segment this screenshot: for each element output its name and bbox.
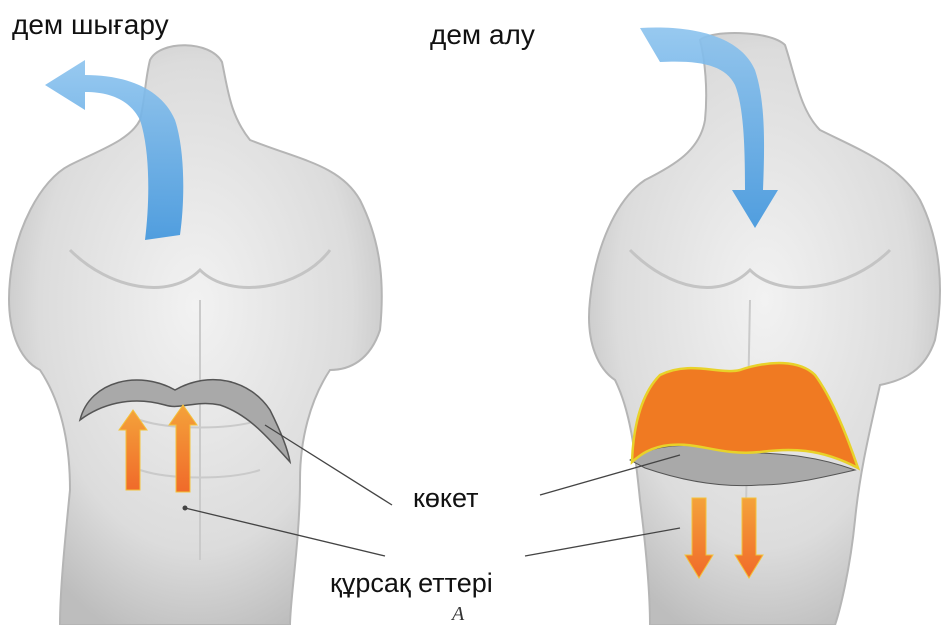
torso-left xyxy=(9,45,382,625)
inhale-label: дем алу xyxy=(430,19,535,50)
torso-right-outline xyxy=(589,33,940,625)
torso-left-outline xyxy=(9,45,382,625)
diaphragm-label: көкет xyxy=(413,483,478,513)
leader-dot-left xyxy=(183,506,188,511)
figure-letter: A xyxy=(450,603,465,625)
torso-right xyxy=(589,33,940,625)
exhale-label: дем шығару xyxy=(12,9,169,40)
abdominal-muscles-label: құрсақ еттері xyxy=(330,568,493,598)
